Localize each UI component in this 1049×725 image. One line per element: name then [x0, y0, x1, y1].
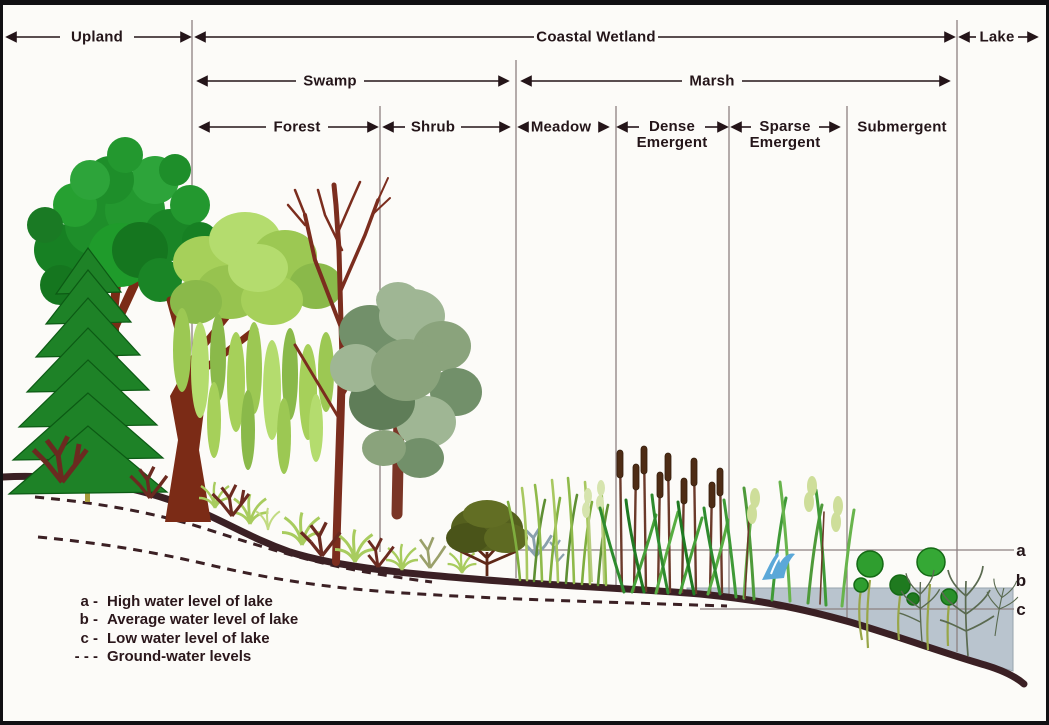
zone-label-coastal-wetland: Coastal Wetland	[536, 28, 656, 46]
shrub-zone-bush-illustration	[446, 500, 528, 576]
legend-text-a: High water level of lake	[107, 593, 273, 610]
legend-text-c: Low water level of lake	[107, 629, 270, 647]
zone-label-upland: Upland	[70, 28, 124, 46]
zone-label-sparse-emergent: Sparse Emergent	[750, 119, 821, 151]
legend-row-groundwater: - - - Ground-water levels	[52, 648, 298, 666]
frame-border-left	[0, 0, 3, 725]
water-level-marker-b: b	[1015, 571, 1027, 590]
legend: a - High water level of lake b - Average…	[52, 593, 299, 666]
water-level-marker-a: a	[1016, 541, 1026, 560]
legend-marker-b: b -	[79, 611, 98, 629]
zone-label-dense-emergent: Dense Emergent	[637, 119, 708, 151]
meadow-vegetation	[506, 476, 610, 587]
legend-text-b: Average water level of lake	[107, 611, 299, 629]
zone-label-lake: Lake	[979, 28, 1015, 46]
dense-emergent-cattails	[598, 445, 730, 596]
zone-label-marsh: Marsh	[689, 72, 735, 90]
zone-label-swamp: Swamp	[303, 72, 357, 90]
zone-label-submergent: Submergent	[857, 118, 947, 136]
legend-text-groundwater: Ground-water levels	[107, 647, 252, 665]
sparse-emergent-plumes	[747, 476, 843, 532]
submergent-plants	[853, 547, 1019, 657]
zone-label-meadow: Meadow	[530, 118, 592, 136]
legend-marker-c: c -	[80, 629, 98, 647]
sparse-emergent-line1: Sparse	[759, 118, 811, 135]
zone-label-forest: Forest	[273, 118, 321, 136]
sage-tree-illustration	[330, 282, 482, 520]
legend-row-low-water: c - Low water level of lake	[52, 630, 298, 648]
sparse-emergent-reeds	[722, 476, 856, 608]
feathery-submerged-plants	[899, 565, 1019, 657]
upland-twiggy-shrub	[31, 435, 169, 500]
legend-row-high-water: a - High water level of lake	[52, 593, 298, 611]
dense-emergent-line1: Dense	[648, 118, 696, 135]
dimension-arrows	[5, 31, 1039, 133]
legend-marker-a: a -	[80, 593, 98, 610]
willow-tree-illustration	[165, 212, 343, 522]
swamp-twiggy-shrubs	[211, 484, 447, 569]
frame-border-bottom	[0, 721, 1049, 725]
meadow-seed-plumes	[582, 480, 605, 585]
legend-row-average-water: b - Average water level of lake	[52, 611, 299, 629]
swamp-fern-tufts	[198, 481, 477, 574]
pondweed-leaf-clusters	[853, 547, 958, 606]
blue-bird-illustration	[762, 552, 795, 580]
legend-marker-dashes: - - -	[74, 647, 98, 665]
water-level-marker-c: c	[1016, 600, 1026, 619]
sparse-emergent-line2: Emergent	[749, 134, 821, 151]
groundwater-dashed-lines	[34, 495, 728, 608]
frame-border-right	[1046, 0, 1049, 725]
willow-hanging-foliage	[173, 308, 334, 474]
dense-emergent-line2: Emergent	[636, 134, 708, 151]
zone-label-shrub: Shrub	[410, 118, 456, 136]
frame-border-top	[0, 0, 1049, 5]
